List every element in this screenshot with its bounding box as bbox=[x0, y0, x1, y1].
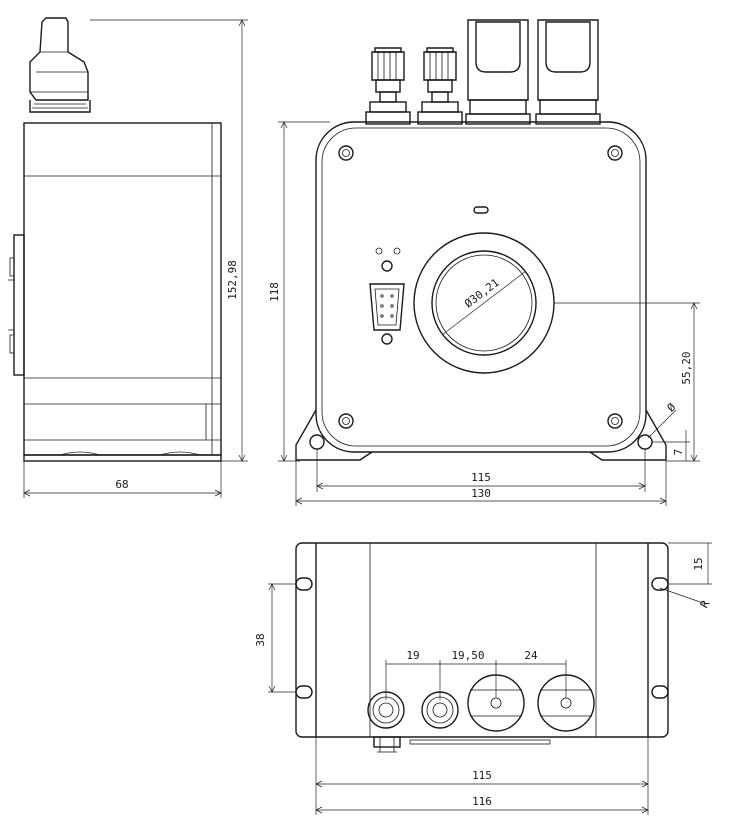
mount-hole-callout: Ø bbox=[665, 400, 679, 414]
bottom-hole-spacing-dimension: 115 bbox=[472, 769, 492, 782]
front-plug-2 bbox=[535, 19, 601, 125]
edge-offset-dimension: 15 bbox=[692, 557, 705, 570]
front-view-height-dimension: 118 bbox=[268, 282, 281, 302]
slot-callout: R bbox=[698, 598, 713, 611]
connector-pitch-1-dimension: 19 bbox=[406, 649, 419, 662]
front-connector-1 bbox=[365, 47, 411, 125]
front-overall-width-dimension: 130 bbox=[471, 487, 491, 500]
front-hole-spacing-dimension: 115 bbox=[471, 471, 491, 484]
bottom-overall-length-dimension: 116 bbox=[472, 795, 492, 808]
bore-diameter-label: Ø30,21 bbox=[462, 276, 502, 310]
side-view: 152,98 68 bbox=[8, 17, 248, 498]
connector-pitch-3-dimension: 24 bbox=[524, 649, 538, 662]
mount-hole-offset-dimension: 7 bbox=[672, 449, 685, 456]
db9-connector bbox=[369, 247, 405, 345]
bottom-view: 38 19 19,50 24 15 R 115 116 bbox=[254, 542, 713, 815]
front-view: Ø30,21 55,20 7 Ø 118 115 1 bbox=[268, 19, 700, 506]
front-plug-1 bbox=[465, 19, 531, 125]
bore: Ø30,21 bbox=[413, 232, 555, 374]
bore-center-height-dimension: 55,20 bbox=[680, 351, 693, 384]
connector-pitch-2-dimension: 19,50 bbox=[451, 649, 484, 662]
front-connector-2 bbox=[417, 47, 463, 125]
slot-spacing-dimension: 38 bbox=[254, 633, 267, 646]
side-view-height-dimension: 152,98 bbox=[226, 260, 239, 300]
side-view-width-dimension: 68 bbox=[115, 478, 128, 491]
